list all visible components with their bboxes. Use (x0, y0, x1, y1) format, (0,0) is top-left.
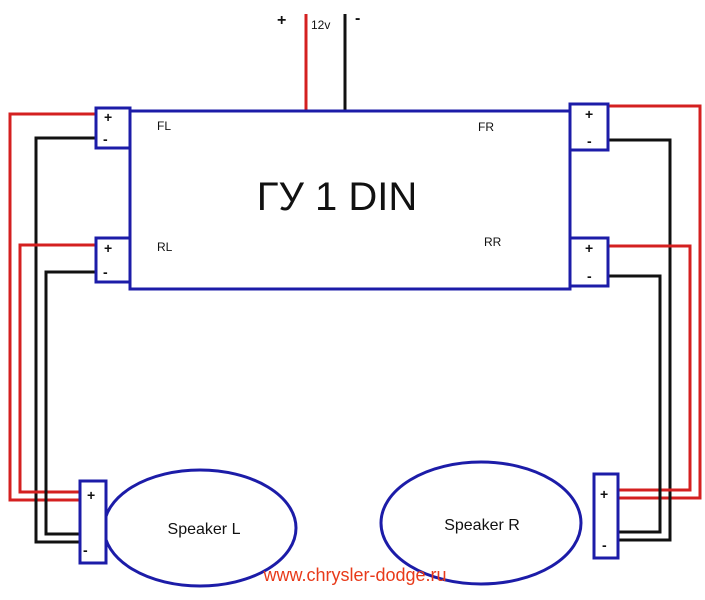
connector-fl: + - (94, 106, 132, 150)
channel-label-rr: RR (484, 235, 502, 249)
power-minus-sign: - (355, 10, 360, 27)
connector-rl-plus: + (104, 240, 112, 256)
connector-fl-box (94, 106, 132, 150)
channel-label-fl: FL (157, 119, 171, 133)
connector-fr-minus: - (587, 133, 592, 149)
connector-rr-box (568, 236, 610, 288)
connector-fr-box (568, 102, 610, 152)
speaker-right-terminal-minus: - (602, 537, 607, 553)
watermark-url: www.chrysler-dodge.ru (262, 565, 446, 585)
left-wiring (8, 112, 96, 544)
wire-fr-positive (608, 104, 702, 500)
speaker-right-label: Speaker R (444, 517, 520, 534)
connector-fl-plus: + (104, 109, 112, 125)
wire-rl-negative (44, 270, 96, 536)
connector-fl-minus: - (103, 131, 108, 147)
channel-label-fr: FR (478, 120, 494, 134)
connector-fr: + - (568, 102, 610, 152)
right-wiring (608, 104, 702, 542)
speaker-right-body (379, 460, 583, 586)
head-unit: ГУ 1 DIN FL FR RL RR (128, 109, 572, 291)
connector-rl-minus: - (103, 264, 108, 280)
connector-fr-plus: + (585, 106, 593, 122)
power-plus-sign: + (277, 12, 286, 29)
head-unit-body (128, 109, 572, 291)
wire-rr-positive (608, 244, 692, 492)
speaker-left: + - Speaker L (78, 468, 298, 588)
wire-rl-positive (18, 243, 96, 494)
speaker-right: + - Speaker R (379, 460, 620, 586)
wire-fl-positive (8, 112, 96, 502)
wire-fl-negative (34, 136, 96, 544)
connector-rr-minus: - (587, 268, 592, 284)
speaker-left-label: Speaker L (168, 521, 241, 538)
channel-label-rl: RL (157, 240, 173, 254)
wire-fr-negative (608, 138, 672, 542)
connector-rr: + - (568, 236, 610, 288)
power-voltage-label: 12v (311, 18, 330, 32)
connector-rl: + - (94, 236, 132, 284)
connector-rl-box (94, 236, 132, 284)
head-unit-title: ГУ 1 DIN (257, 175, 417, 219)
connector-rr-plus: + (585, 240, 593, 256)
speaker-left-terminal-plus: + (87, 487, 95, 503)
speaker-left-terminal-box (78, 479, 108, 565)
power-feed: + 12v - (277, 10, 360, 110)
wire-rr-negative (608, 274, 662, 534)
speaker-left-terminal-minus: - (83, 542, 88, 558)
speaker-right-terminal-plus: + (600, 486, 608, 502)
speaker-right-terminal-box (592, 472, 620, 560)
